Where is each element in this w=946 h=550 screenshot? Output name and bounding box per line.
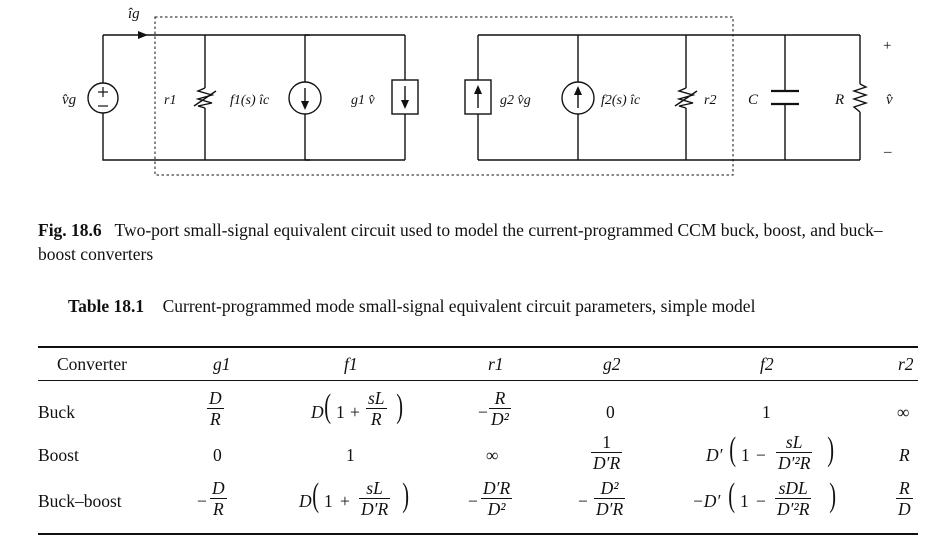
table-bottom-rule bbox=[38, 533, 918, 535]
r2-label: r2 bbox=[704, 93, 716, 108]
figure-caption: Fig. 18.6 Two-port small-signal equivale… bbox=[38, 218, 918, 266]
g2-label: g2 v̂g bbox=[500, 93, 531, 108]
header-f1: f1 bbox=[344, 354, 358, 374]
buck-f1-d: D bbox=[311, 402, 324, 422]
row-buck-name: Buck bbox=[38, 402, 75, 422]
header-g2: g2 bbox=[603, 354, 621, 374]
f2-label: f2(s) îc bbox=[601, 93, 641, 108]
buck-f2: 1 bbox=[762, 402, 771, 422]
header-f2: f2 bbox=[760, 354, 774, 374]
buck-f1-lpar: ( bbox=[324, 388, 332, 425]
r1-label: r1 bbox=[164, 93, 176, 108]
figure-number: Fig. 18.6 bbox=[38, 220, 102, 240]
source-voltage-label: v̂g bbox=[62, 92, 77, 108]
header-r1: r1 bbox=[488, 354, 504, 374]
minus-sign: – bbox=[883, 144, 892, 160]
input-current-label: îg bbox=[128, 6, 140, 22]
table-number: Table 18.1 bbox=[68, 296, 145, 316]
buck-r1-minus: − bbox=[478, 402, 488, 422]
table-caption: Table 18.1 Current-programmed mode small… bbox=[68, 296, 755, 317]
figure-caption-text: Two-port small-signal equivalent circuit… bbox=[38, 220, 883, 264]
boost-r2: R bbox=[899, 445, 910, 465]
boost-f2-one: 1 bbox=[741, 445, 750, 465]
buckboost-f1-d: D bbox=[299, 491, 312, 511]
header-r2: r2 bbox=[898, 354, 914, 374]
boost-g1: 0 bbox=[213, 445, 222, 465]
boost-f2-rpar: ) bbox=[827, 431, 835, 468]
row-buckboost-name: Buck–boost bbox=[38, 491, 122, 511]
header-g1: g1 bbox=[213, 354, 231, 374]
buckboost-r1-minus: − bbox=[468, 491, 478, 511]
buckboost-f2-lpar: ( bbox=[728, 477, 736, 514]
boost-f2-dp: D′ bbox=[706, 445, 723, 465]
plus-sign: + bbox=[883, 38, 891, 54]
boost-f2-minus: − bbox=[756, 445, 766, 465]
table-header-rule bbox=[38, 380, 918, 381]
buck-f1-plus: + bbox=[350, 402, 360, 422]
g1-label: g1 v̂ bbox=[351, 93, 376, 108]
buck-g2: 0 bbox=[606, 402, 615, 422]
buckboost-f2-rpar: ) bbox=[829, 477, 837, 514]
boost-f1: 1 bbox=[346, 445, 355, 465]
buckboost-f1-plus: + bbox=[340, 491, 350, 511]
buckboost-f2-minusdp: −D′ bbox=[692, 491, 721, 511]
buckboost-f1-one: 1 bbox=[324, 491, 333, 511]
buckboost-f2-one: 1 bbox=[740, 491, 749, 511]
table-top-rule bbox=[38, 346, 918, 348]
buckboost-f2-minus: − bbox=[756, 491, 766, 511]
buck-f1-rpar: ) bbox=[396, 388, 404, 425]
boost-r1: ∞ bbox=[486, 445, 499, 465]
f1-label: f1(s) îc bbox=[230, 93, 270, 108]
boost-f2-lpar: ( bbox=[729, 431, 737, 468]
buckboost-f1-lpar: ( bbox=[312, 477, 320, 514]
buckboost-f1-rpar: ) bbox=[402, 477, 410, 514]
buck-r2: ∞ bbox=[897, 402, 910, 422]
circuit-diagram: v̂g îg r1 f1(s) îc g1 v̂ g2 v̂g f2(s) îc… bbox=[62, 6, 893, 176]
table-title: Current-programmed mode small-signal equ… bbox=[162, 296, 756, 316]
buckboost-g2-minus: − bbox=[578, 491, 588, 511]
resistor-label: R bbox=[834, 92, 844, 108]
header-converter: Converter bbox=[57, 354, 127, 374]
row-boost-name: Boost bbox=[38, 445, 79, 465]
buck-f1-one: 1 bbox=[336, 402, 345, 422]
buckboost-g1-minus: − bbox=[197, 491, 207, 511]
output-voltage-label: v̂ bbox=[886, 92, 893, 108]
capacitor-label: C bbox=[748, 92, 759, 108]
